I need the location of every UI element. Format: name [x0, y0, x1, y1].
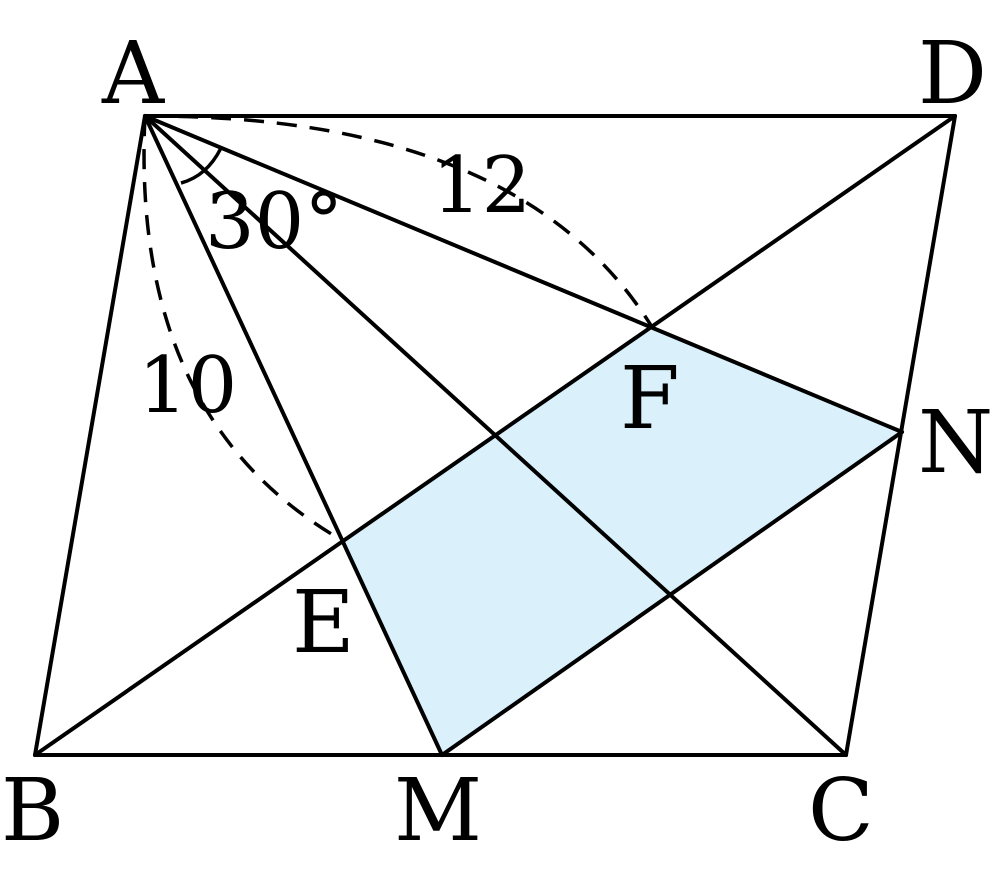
- side-ab: [33, 114, 147, 757]
- label-length-12: 12: [432, 141, 531, 231]
- segment-am: [143, 114, 444, 757]
- diagonal-ac: [143, 114, 848, 757]
- segment-an: [143, 114, 904, 434]
- label-angle-30: 30°: [205, 177, 343, 267]
- label-point-d: D: [918, 24, 987, 124]
- dashed-arc-af: [144, 114, 654, 328]
- label-point-a: A: [101, 24, 165, 124]
- side-cd: [844, 114, 957, 757]
- label-point-f: F: [620, 349, 680, 449]
- label-point-e: E: [292, 573, 355, 673]
- label-point-n: N: [918, 393, 993, 493]
- segment-mn: [440, 430, 904, 757]
- label-point-b: B: [1, 761, 64, 861]
- dashed-arc-ae: [142, 115, 346, 544]
- shaded-region-efnm: [345, 327, 902, 755]
- label-point-m: M: [394, 761, 482, 861]
- angle-arc-eaf: [180, 147, 223, 185]
- label-length-10: 10: [138, 341, 237, 431]
- label-point-c: C: [808, 761, 874, 861]
